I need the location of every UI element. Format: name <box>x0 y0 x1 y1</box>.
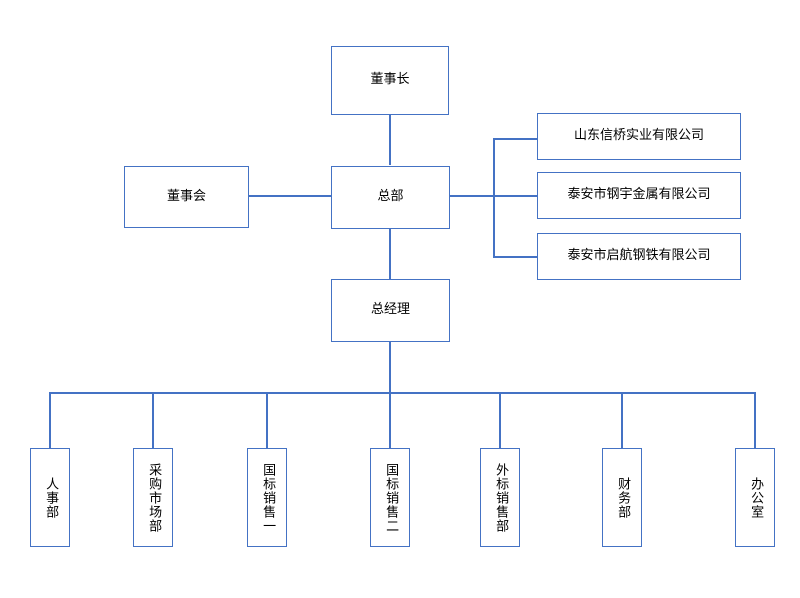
connector-headquarters-to-general-manager <box>389 229 391 279</box>
node-department-6-label: 财务部 <box>615 476 631 519</box>
node-subsidiary-3[interactable]: 泰安市启航钢铁有限公司 <box>537 233 741 280</box>
connector-department-drop-5 <box>499 392 501 448</box>
node-subsidiary-3-label: 泰安市启航钢铁有限公司 <box>567 248 711 264</box>
node-chairman[interactable]: 董事长 <box>331 46 449 115</box>
node-department-4[interactable]: 国标销售二 <box>370 448 410 547</box>
node-headquarters[interactable]: 总部 <box>331 166 450 229</box>
node-subsidiary-1[interactable]: 山东信桥实业有限公司 <box>537 113 741 160</box>
node-board[interactable]: 董事会 <box>124 166 249 228</box>
node-headquarters-label: 总部 <box>377 189 404 205</box>
connector-department-bus <box>49 392 755 394</box>
connector-subsidiary-3 <box>493 256 537 258</box>
node-department-7-label: 办公室 <box>748 476 764 519</box>
node-department-4-label: 国标销售二 <box>383 462 399 533</box>
connector-department-drop-1 <box>49 392 51 448</box>
node-general-manager-label: 总经理 <box>370 302 410 318</box>
connector-subsidiary-1 <box>493 138 537 140</box>
node-department-2[interactable]: 采购市场部 <box>133 448 173 547</box>
node-subsidiary-2-label: 泰安市钢宇金属有限公司 <box>567 187 711 203</box>
connector-department-drop-7 <box>754 392 756 448</box>
node-general-manager[interactable]: 总经理 <box>331 279 450 342</box>
node-department-1-label: 人事部 <box>43 476 59 519</box>
connector-board-to-headquarters <box>249 195 331 197</box>
connector-department-drop-4 <box>389 392 391 448</box>
node-department-3[interactable]: 国标销售一 <box>247 448 287 547</box>
node-department-5-label: 外标销售部 <box>493 462 509 533</box>
connector-subsidiary-2 <box>493 195 537 197</box>
connector-department-drop-6 <box>621 392 623 448</box>
node-department-6[interactable]: 财务部 <box>602 448 642 547</box>
connector-headquarters-right-stub <box>450 195 494 197</box>
node-department-1[interactable]: 人事部 <box>30 448 70 547</box>
node-department-7[interactable]: 办公室 <box>735 448 775 547</box>
node-department-5[interactable]: 外标销售部 <box>480 448 520 547</box>
node-subsidiary-2[interactable]: 泰安市钢宇金属有限公司 <box>537 172 741 219</box>
node-chairman-label: 董事长 <box>370 72 410 88</box>
connector-department-drop-3 <box>266 392 268 448</box>
connector-general-manager-to-bus <box>389 342 391 393</box>
connector-chairman-to-headquarters <box>389 115 391 165</box>
node-department-3-label: 国标销售一 <box>260 462 276 533</box>
node-subsidiary-1-label: 山东信桥实业有限公司 <box>573 128 704 144</box>
connector-department-drop-2 <box>152 392 154 448</box>
node-department-2-label: 采购市场部 <box>146 462 162 533</box>
connector-subsidiary-bus <box>493 138 495 256</box>
node-board-label: 董事会 <box>166 188 206 204</box>
